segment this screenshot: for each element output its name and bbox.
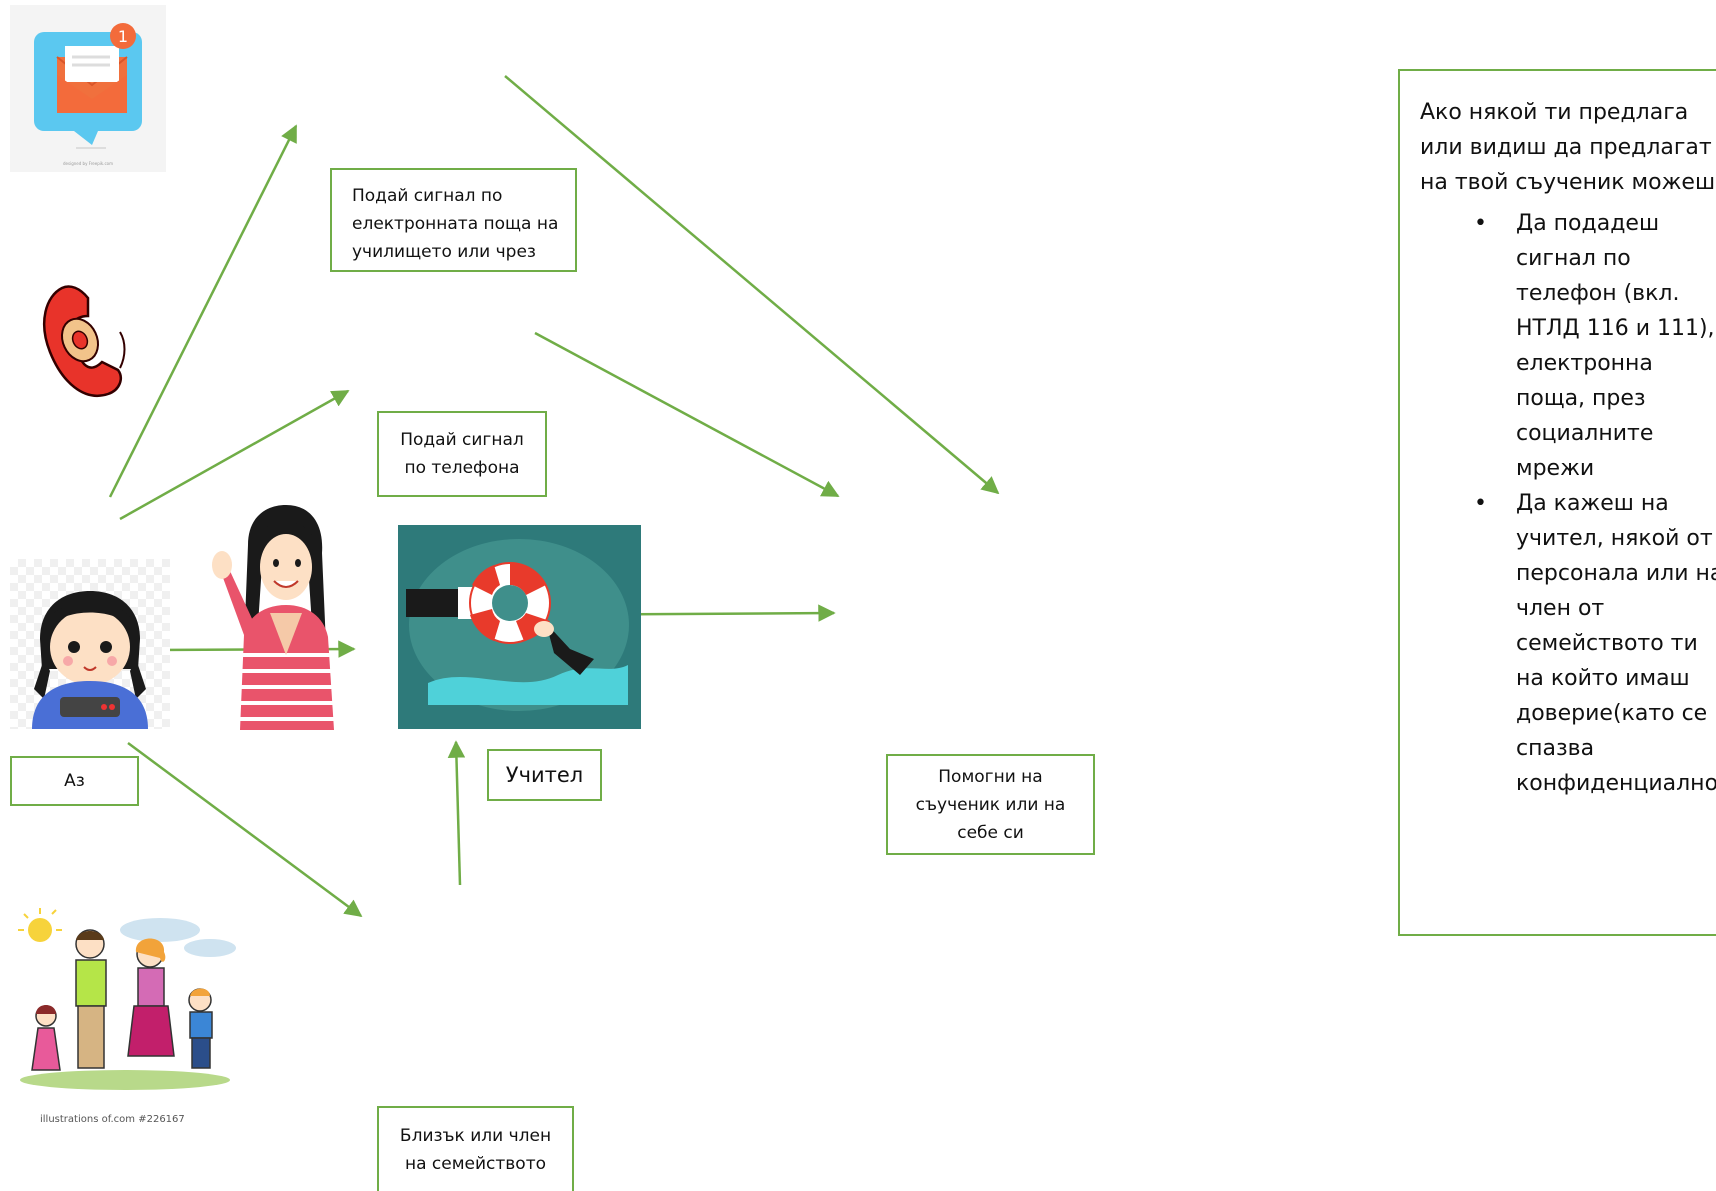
bullet-icon: • <box>1474 211 1487 236</box>
info-item-1-text: Да подадеш сигнал по телефон (вкл. НТЛД … <box>1516 211 1715 481</box>
arrow-me-to-phone <box>119 389 350 521</box>
arrow-me-to-family <box>127 741 363 918</box>
girl-gamer-picture <box>10 559 170 729</box>
me-text: Аз <box>64 771 85 791</box>
email-notification-picture: 1 designed by Freepik.com <box>10 5 166 172</box>
info-list: • Да подадеш сигнал по телефон (вкл. НТЛ… <box>1420 206 1716 801</box>
phone-signal-box: Подай сигнал по телефона <box>377 411 547 497</box>
arrow-email-to-help <box>504 75 1000 495</box>
info-item-1: • Да подадеш сигнал по телефон (вкл. НТЛ… <box>1474 206 1716 486</box>
help-text: Помогни на съученик или на себе си <box>915 766 1066 843</box>
teacher-text: Учител <box>505 763 584 787</box>
help-box: Помогни на съученик или на себе си <box>886 754 1095 855</box>
info-item-2: • Да кажеш на учител, някой от персонала… <box>1474 486 1716 801</box>
arrow-me-to-email <box>108 124 298 498</box>
email-badge-count: 1 <box>118 27 128 46</box>
info-panel: Ако някой ти предлага или видиш да предл… <box>1398 69 1716 936</box>
family-box: Близък или член на семейството <box>377 1106 574 1191</box>
family-text: Близък или член на семейството <box>399 1125 552 1174</box>
arrow-phone-to-help <box>534 331 840 498</box>
phone-signal-text: Подай сигнал по телефона <box>400 430 524 478</box>
telephone-picture <box>40 282 130 404</box>
me-box: Аз <box>10 756 139 806</box>
email-credit: designed by Freepik.com <box>63 161 113 166</box>
family-credit: illustrations of.com #226167 <box>40 1114 185 1125</box>
email-signal-text: Подай сигнал по електронната поща на учи… <box>352 186 559 262</box>
info-item-2-text: Да кажеш на учител, някой от персонала и… <box>1516 491 1716 796</box>
family-picture: illustrations of.com #226167 <box>10 900 240 1130</box>
info-intro: Ако някой ти предлага или видиш да предл… <box>1420 100 1716 195</box>
email-signal-box: Подай сигнал по електронната поща на учи… <box>330 168 577 272</box>
lifebuoy-help-picture <box>398 525 641 729</box>
bullet-icon: • <box>1474 491 1487 516</box>
teacher-box: Учител <box>487 749 602 801</box>
arrow-family-to-teacher <box>447 740 466 886</box>
waving-teacher-picture <box>200 505 350 730</box>
